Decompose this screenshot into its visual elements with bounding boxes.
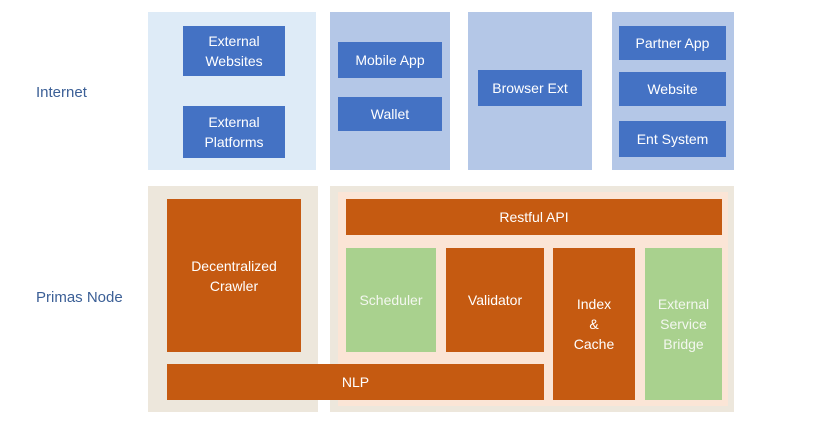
decentralized-crawler-box: Decentralized Crawler: [167, 199, 301, 352]
restful-api-box: Restful API: [346, 199, 722, 235]
index-cache-box: Index & Cache: [553, 248, 635, 400]
validator-box: Validator: [446, 248, 544, 352]
partner-app-box: Partner App: [619, 26, 726, 60]
scheduler-box: Scheduler: [346, 248, 436, 352]
website-box: Website: [619, 72, 726, 106]
external-service-bridge-box: External Service Bridge: [645, 248, 722, 400]
wallet-box: Wallet: [338, 97, 442, 131]
ent-system-box: Ent System: [619, 121, 726, 157]
external-websites-box: External Websites: [183, 26, 285, 76]
primas-node-row-label: Primas Node: [36, 289, 123, 306]
external-platforms-box: External Platforms: [183, 106, 285, 158]
internet-row-label: Internet: [36, 84, 87, 101]
nlp-box: NLP: [167, 364, 544, 400]
mobile-panel: [330, 12, 450, 170]
browser-ext-box: Browser Ext: [478, 70, 582, 106]
mobile-app-box: Mobile App: [338, 42, 442, 78]
